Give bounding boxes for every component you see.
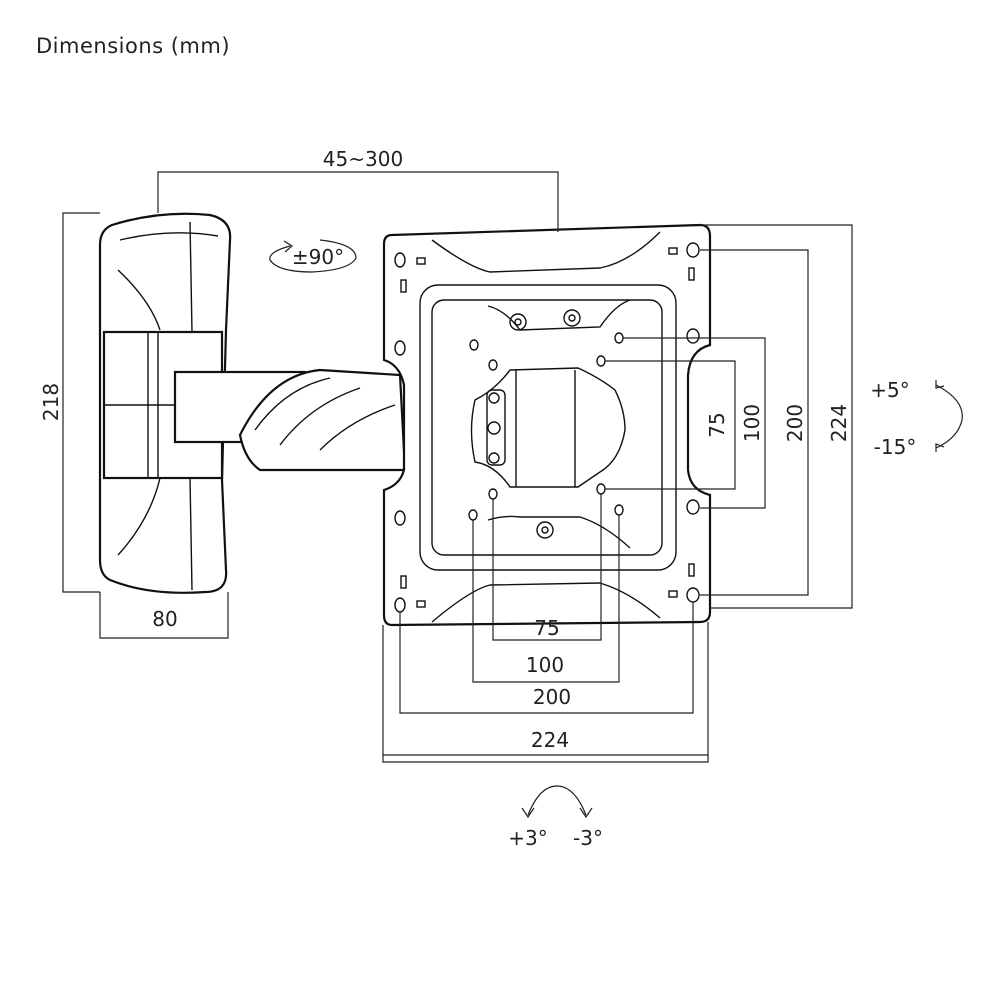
level-minus-label: -3° xyxy=(573,826,603,850)
vesa-100-horizontal-label: 100 xyxy=(526,653,564,677)
level-indicator: +3° -3° xyxy=(508,785,603,850)
level-plus-label: +3° xyxy=(508,826,547,850)
arm-extension-label: 45~300 xyxy=(323,147,403,171)
tilt-arrow-icon xyxy=(935,384,963,449)
rotation-arrow-icon xyxy=(269,239,357,273)
wall-plate xyxy=(98,212,232,594)
vesa-75-vertical-label: 75 xyxy=(705,412,729,437)
tilt-up-label: +5° xyxy=(870,378,909,402)
tilt-down-label: -15° xyxy=(874,435,917,459)
mounting-holes xyxy=(394,242,700,613)
swing-arm xyxy=(173,368,407,472)
swivel-label: ±90° xyxy=(292,245,344,269)
tilt-indicator: +5° -15° xyxy=(870,378,963,459)
wall-plate-height-label: 218 xyxy=(39,383,63,421)
plate-224-vertical-label: 224 xyxy=(827,404,851,442)
swivel-indicator: ±90° xyxy=(269,239,357,273)
vesa-75-horizontal-label: 75 xyxy=(534,616,559,640)
vesa-100-vertical-label: 100 xyxy=(740,404,764,442)
dimension-lines xyxy=(62,171,853,763)
wall-plate-width-label: 80 xyxy=(152,607,177,631)
plate-224-horizontal-label: 224 xyxy=(531,728,569,752)
vesa-200-vertical-label: 200 xyxy=(783,404,807,442)
diagram-title: Dimensions (mm) xyxy=(36,34,231,58)
vesa-200-horizontal-label: 200 xyxy=(533,685,571,709)
level-arrow-icon xyxy=(527,785,587,816)
vesa-plate xyxy=(382,223,712,627)
